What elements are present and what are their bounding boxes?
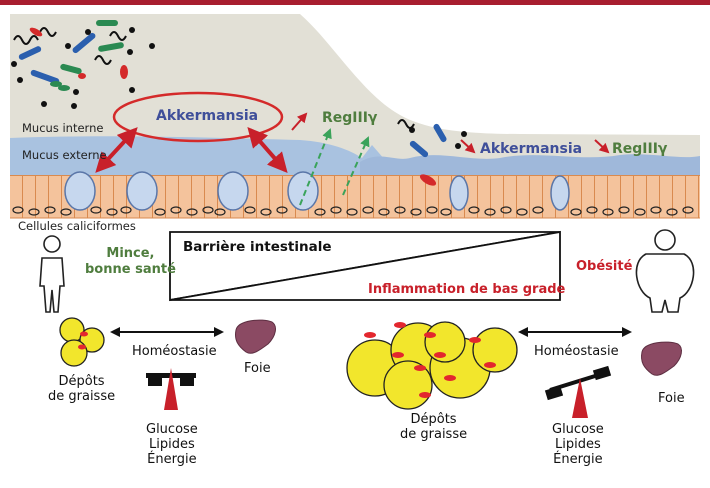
obese-person-icon: [635, 229, 695, 313]
regiiiy-down-arrow: [594, 139, 610, 154]
thin-healthy-label: Mince, bonne santé: [85, 246, 176, 278]
regiiiy-dashed-arrow-2: [342, 136, 370, 196]
regiiiy-up-arrow: [291, 112, 308, 131]
mucus-inner-layer: [10, 14, 700, 160]
fat-label-left: Dépôts de graisse: [48, 374, 116, 404]
homeostasis-label-left: Homéostasie: [132, 344, 217, 359]
thin-person-icon: [39, 235, 65, 313]
akkermansia-ellipse: [112, 91, 284, 143]
metabolites-label-left: Glucose Lipides Énergie: [146, 422, 198, 467]
cell-nuclei: [12, 206, 694, 216]
akkermansia-mucus-arrow-left: [95, 127, 138, 173]
tilted-scale-icon: [544, 365, 612, 418]
metabolites-label-right: Glucose Lipides Énergie: [552, 422, 604, 467]
balanced-scale-icon: [146, 368, 196, 410]
barrier-label: Barrière intestinale: [183, 239, 332, 255]
goblet-cells: [64, 171, 570, 211]
epithelium-cells: [10, 175, 700, 218]
homeostasis-label-right: Homéostasie: [534, 344, 619, 359]
mucus-outer-thin: [360, 154, 700, 175]
liver-label-left: Foie: [244, 361, 271, 376]
fat-label-right: Dépôts de graisse: [400, 412, 468, 442]
bacteria-reduced-icon: [397, 119, 467, 186]
regiiiy-dashed-arrow-1: [299, 128, 332, 206]
akkermansia-mucus-arrow-right: [247, 126, 288, 174]
fat-deposits-small: [59, 317, 105, 367]
mucus-internal-label: Mucus interne: [22, 121, 104, 135]
top-border: [0, 0, 710, 5]
obesity-label: Obésité: [576, 259, 633, 274]
bacteria-cluster-icon: [11, 20, 155, 109]
inflammation-label: Inflammation de bas grade: [368, 282, 566, 297]
akkermansia-label-right: Akkermansia: [480, 141, 583, 157]
regiiiy-label-left: RegIIIγ: [322, 110, 378, 126]
liver-icon-right: [641, 341, 682, 376]
goblet-cells-label: Cellules caliciformes: [18, 219, 136, 233]
liver-label-right: Foie: [658, 391, 685, 406]
liver-icon-left: [235, 319, 276, 354]
inflammation-wedge: [169, 230, 561, 301]
akkermansia-down-arrow: [460, 139, 476, 154]
akkermansia-label-left: Akkermansia: [156, 108, 259, 124]
regiiiy-label-right: RegIIIγ: [612, 141, 668, 157]
mucus-external-label: Mucus externe: [22, 148, 107, 162]
fat-deposits-large: [346, 321, 518, 410]
